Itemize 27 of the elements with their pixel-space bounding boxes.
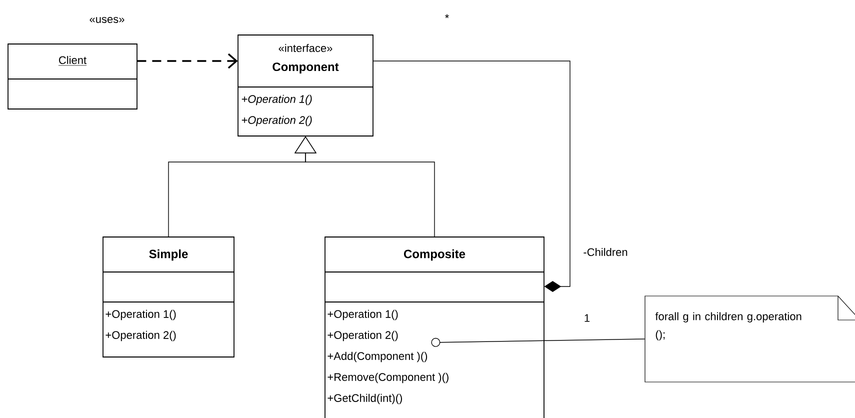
stereotype-text: «interface» (278, 44, 332, 52)
class-box (238, 34, 374, 136)
class-name: Component (272, 62, 339, 74)
class-box (8, 44, 138, 110)
operation-text: +Operation 2() (106, 330, 176, 342)
multiplicity-label: 1 (584, 314, 590, 322)
operation-text: +Operation 1() (106, 310, 176, 320)
class-name: Client (58, 56, 87, 66)
operation-text: +Add(Component )() (328, 352, 428, 362)
operation-text: +Operation 2() (328, 330, 398, 342)
class-box (324, 236, 544, 418)
edge-label: «uses» (88, 16, 126, 24)
class-box (102, 236, 234, 358)
note-box (644, 296, 855, 382)
operation-text: +Operation 1() (242, 94, 312, 106)
note-connector (431, 338, 646, 347)
arrow (137, 53, 238, 69)
composition-line (372, 60, 570, 292)
operation-text: +Operation 2() (242, 116, 312, 126)
class-name: Composite (404, 249, 466, 261)
operation-text: +Operation 1() (328, 310, 398, 320)
class-name: Simple (149, 249, 188, 261)
operation-text: +GetChild(int)() (328, 394, 402, 404)
note-text: forall g in children g.operation (); (655, 312, 802, 340)
multiplicity-label: * (445, 14, 449, 18)
role-label: -Children (584, 248, 628, 256)
operation-text: +Remove(Component )() (328, 372, 448, 384)
